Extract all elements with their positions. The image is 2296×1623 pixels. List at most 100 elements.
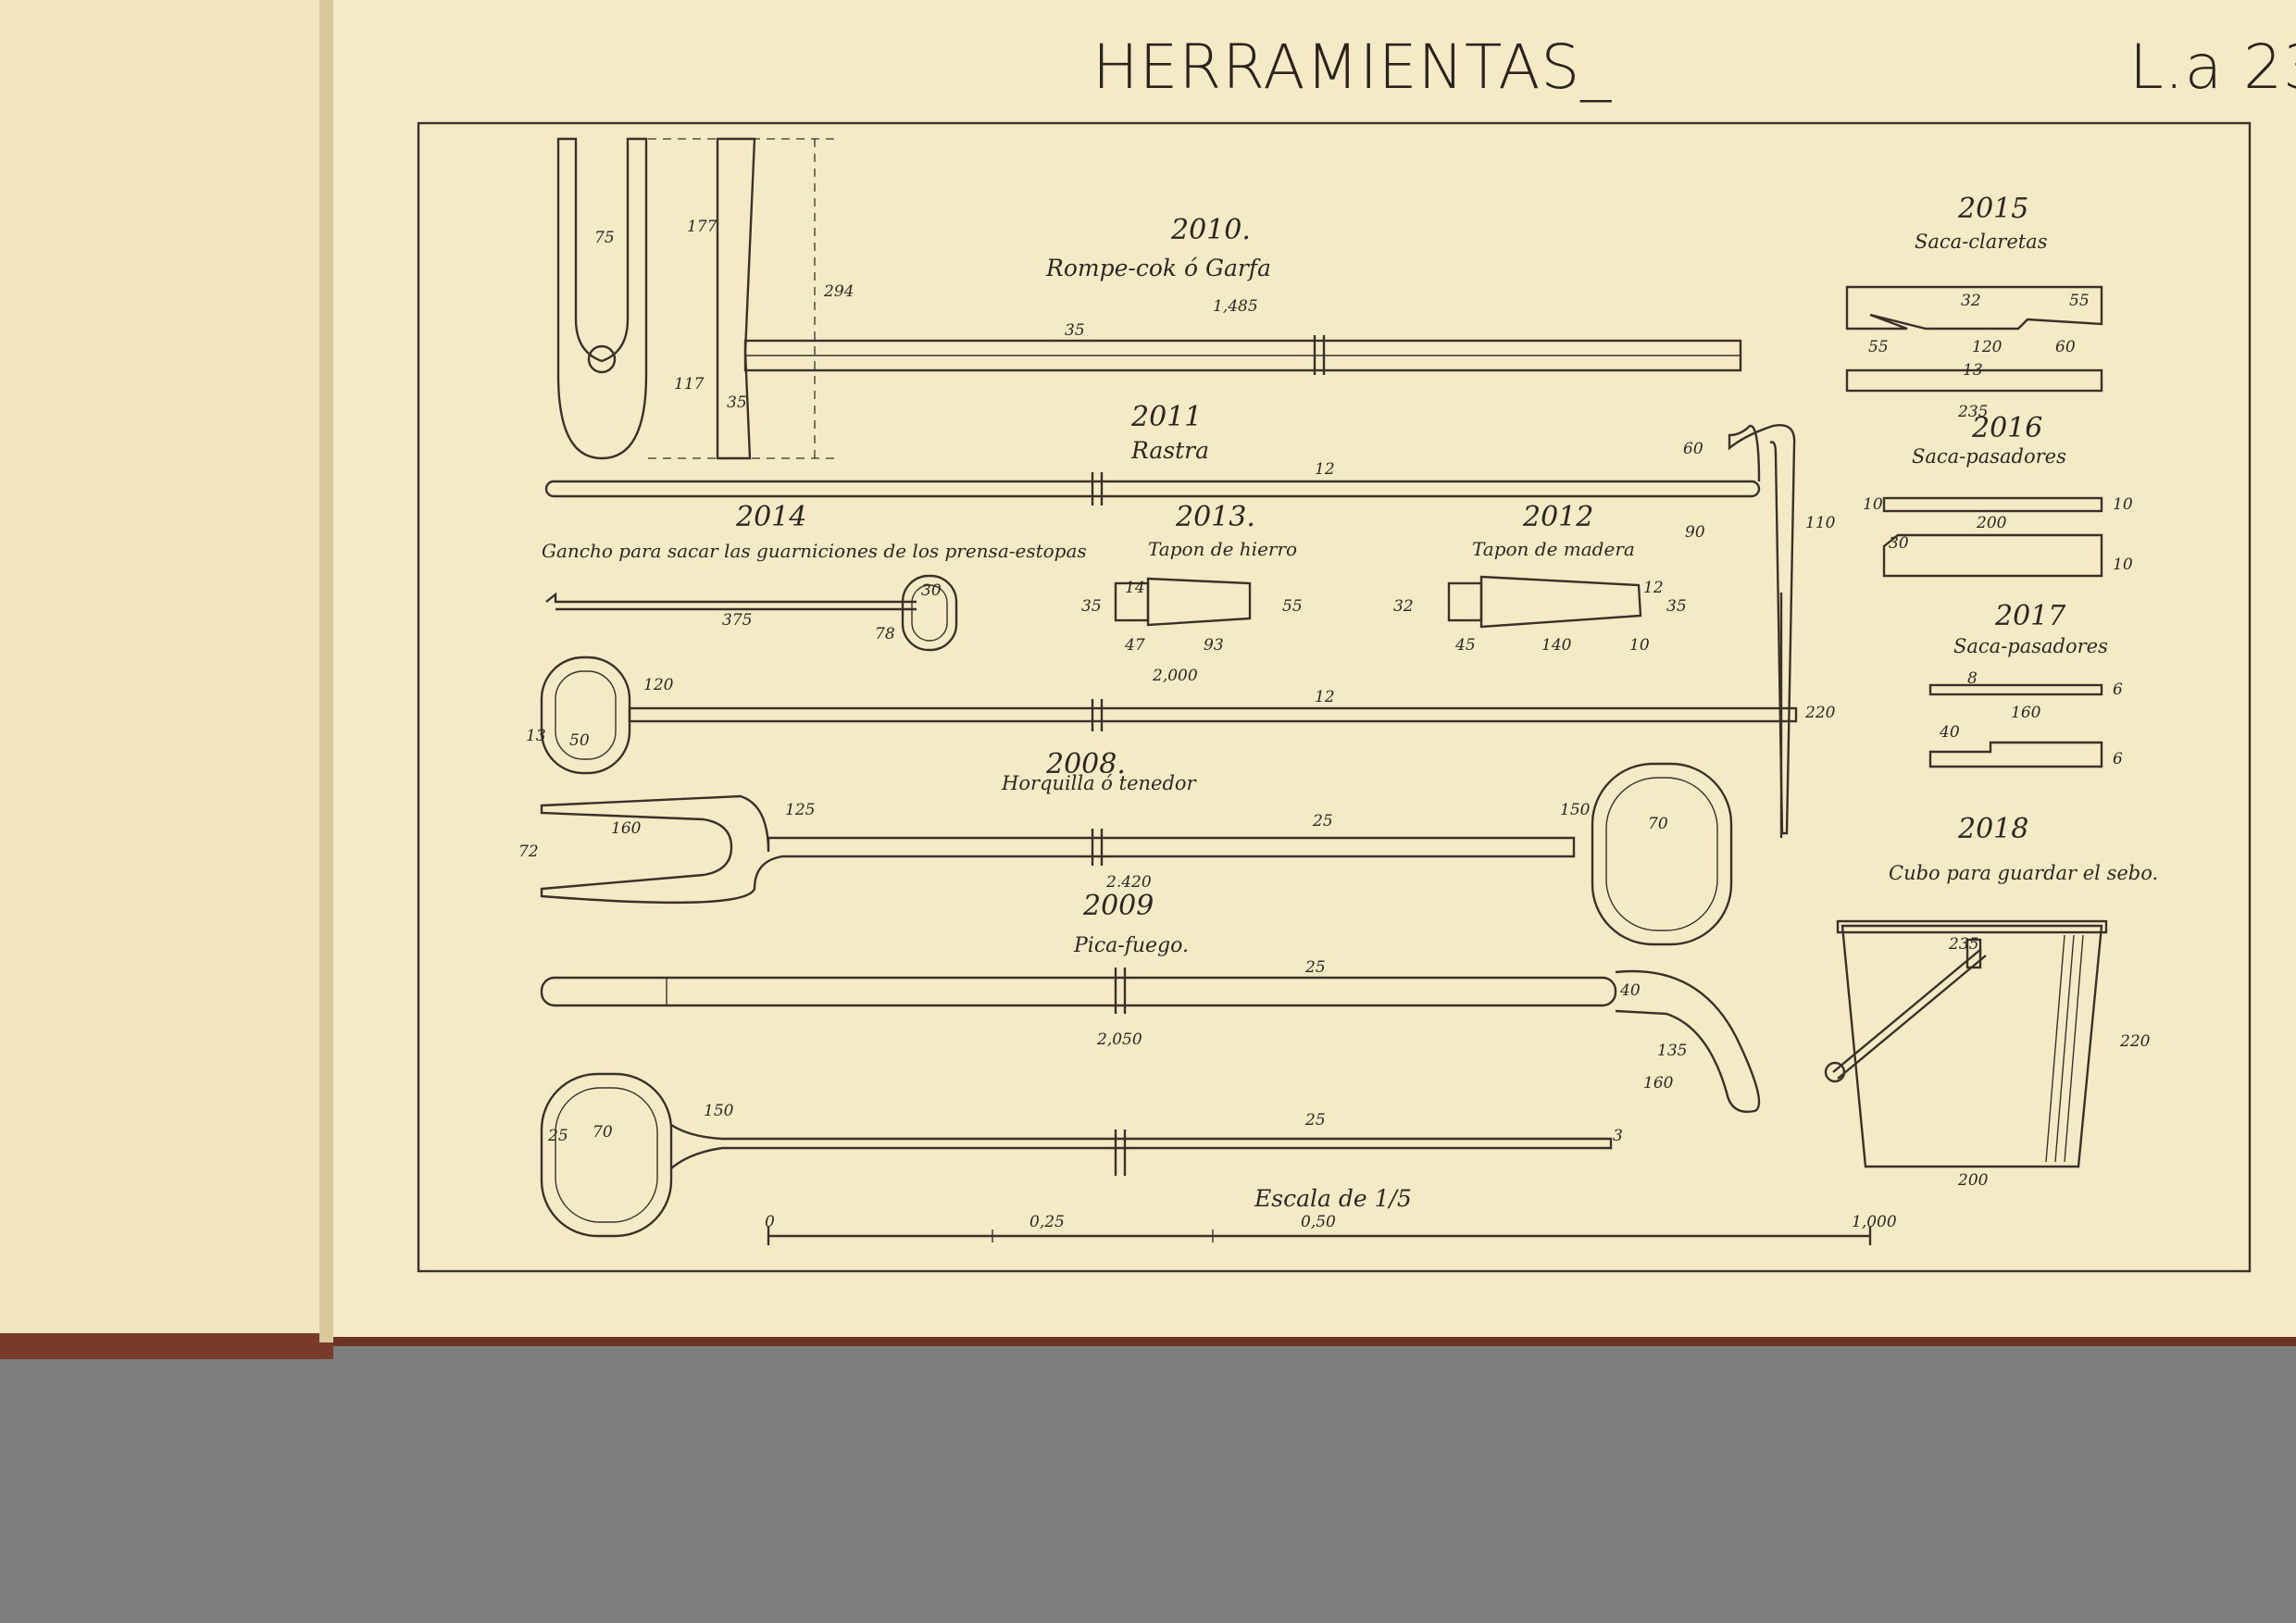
tool-2011-dim-5: 220	[1804, 704, 1836, 722]
tool-2010-dim-3: 117	[674, 375, 705, 393]
tool-2015-dim-1: 120	[1972, 338, 2003, 356]
tool-2016-dim-1: 30	[1889, 534, 1909, 553]
tool-2012-dim-0: 32	[1393, 597, 1414, 616]
tool-2010-dim-4: 35	[727, 393, 747, 412]
tool-2008-dim-6: 25	[1312, 812, 1333, 830]
tool-2010-number: 2010.	[1170, 214, 1251, 246]
tool-2014-gancho: 2014 Gancho para sacar las guarniciones …	[542, 501, 1087, 652]
tool-2016-dim-4: 10	[2113, 556, 2133, 574]
tool-2015-number: 2015	[1957, 193, 2028, 225]
tool-2018-dim-1: 220	[2119, 1032, 2151, 1051]
tool-2009-dim-1: 40	[1619, 981, 1641, 1000]
scale-tick-0: 0	[765, 1213, 775, 1231]
tool-2010-name: Rompe-cok ó Garfa	[1045, 255, 1271, 281]
tool-2016-dim-2: 10	[1863, 495, 1883, 514]
tool-2017-name: Saca-pasadores	[1953, 635, 2108, 657]
tool-2018-name: Cubo para guardar el sebo.	[1889, 862, 2158, 884]
tool-2012-dim-4: 35	[1666, 597, 1687, 616]
tool-2018-dim-0: 235	[1948, 935, 1978, 954]
tool-2017-saca-pasadores: 2017 Saca-pasadores 160 40 6 6 8	[1928, 600, 2123, 768]
sheet-title: HERRAMIENTAS_	[1092, 31, 1612, 103]
tool-2008-dim-4: 72	[518, 843, 539, 861]
tool-2012-dim-5: 12	[1643, 579, 1664, 597]
tool-2009-dim-5: 150	[704, 1102, 734, 1120]
tool-2011-dim-4: 12	[1315, 688, 1335, 706]
tool-2012-number: 2012	[1522, 501, 1593, 533]
tool-2008-number: 2008.	[1045, 748, 1126, 780]
tool-2010-dim-5: 1,485	[1213, 297, 1258, 316]
binding-edge	[0, 1333, 333, 1359]
tool-2010-rompe-cok: 2010. Rompe-cok ó Garfa 75 177 294 117 3…	[556, 137, 1742, 460]
tool-2013-dim-5: 14	[1125, 579, 1145, 597]
tool-2018-cubo: 2018 Cubo para guardar el sebo. 235 220 …	[1824, 813, 2158, 1190]
tool-2009-dim-6: 70	[593, 1123, 613, 1142]
tool-2016-number: 2016	[1971, 412, 2042, 444]
tool-2010-dim-0: 75	[594, 229, 615, 247]
tool-2008-name: Horquilla ó tenedor	[1001, 772, 1198, 794]
tool-2016-saca-pasadores: 2016 Saca-pasadores 200 30 10 10 10	[1863, 412, 2133, 578]
tool-2016-name: Saca-pasadores	[1912, 445, 2066, 468]
tool-2015-dim-6: 13	[1963, 361, 1983, 380]
tool-2017-number: 2017	[1994, 600, 2066, 632]
tool-2012-dim-1: 45	[1454, 636, 1476, 655]
tool-2009-pica-fuego: 2009 Pica-fuego. 25 40 2,050 135 160 150…	[540, 890, 1761, 1238]
tool-2009-dim-9: 3	[1613, 1127, 1623, 1145]
tool-2008-dim-2: 13	[526, 727, 546, 745]
tool-2008-horquilla: 2008. Horquilla ó tenedor 120 50 13 160 …	[518, 676, 1733, 946]
tool-2012-dim-2: 140	[1541, 636, 1572, 655]
tool-2011-dim-1: 60	[1683, 440, 1703, 458]
tool-2011-number: 2011	[1130, 401, 1202, 433]
right-page	[333, 0, 2296, 1342]
tool-2009-dim-2: 2,050	[1096, 1030, 1142, 1049]
tool-2008-dim-8: 70	[1648, 815, 1668, 833]
tool-2014-name: Gancho para sacar las guarniciones de lo…	[542, 540, 1087, 562]
tool-2008-dim-7: 150	[1560, 801, 1591, 819]
tool-2017-dim-1: 40	[1939, 723, 1960, 742]
tool-2017-dim-3: 6	[2113, 750, 2123, 768]
tool-2008-dim-9: 2.420	[1105, 873, 1152, 892]
tool-2013-tapon-hierro: 2013. Tapon de hierro 35 47 93 55 2,000 …	[1081, 501, 1303, 685]
tool-2013-dim-2: 93	[1204, 636, 1224, 655]
tool-2011-dim-2: 90	[1685, 523, 1705, 542]
tool-2013-dim-0: 35	[1081, 597, 1102, 616]
tool-2012-tapon-madera: 2012 Tapon de madera 32 45 140 10 35 12	[1393, 501, 1687, 655]
tool-2009-dim-8: 25	[1304, 1111, 1326, 1130]
tool-2010-dim-2: 294	[823, 282, 854, 301]
tool-2009-dim-3: 135	[1657, 1042, 1687, 1060]
tool-2015-dim-0: 55	[1868, 338, 1889, 356]
scale-label: Escala de 1/5	[1254, 1185, 1412, 1212]
drawing-frame	[417, 121, 2252, 1273]
tool-ring-rod	[540, 655, 1798, 775]
tool-2014-number: 2014	[735, 501, 806, 533]
tool-2015-dim-3: 32	[1961, 292, 1981, 310]
tool-2013-dim-3: 55	[1282, 597, 1303, 616]
tool-2011-rastra: 2011 Rastra 12 60 90 110 12 220	[544, 401, 1836, 838]
scale-tick-1: 0,25	[1029, 1213, 1065, 1231]
scale-tick-3: 1,000	[1852, 1213, 1897, 1231]
tool-2017-dim-0: 160	[2011, 704, 2041, 722]
tool-2010-dim-1: 177	[687, 218, 718, 236]
sheet-number: L.a 23.a	[2129, 31, 2296, 103]
tool-2017-dim-2: 6	[2113, 680, 2123, 699]
tool-2013-dim-1: 47	[1124, 636, 1145, 655]
tool-2018-number: 2018	[1957, 813, 2028, 845]
tool-2014-dim-0: 375	[722, 611, 752, 630]
tool-2015-dim-2: 60	[2055, 338, 2076, 356]
tool-2014-dim-2: 78	[875, 625, 895, 643]
tool-2017-dim-4: 8	[1967, 669, 1978, 688]
scale-bar: Escala de 1/5 0 0,25 0,50 1,000	[765, 1185, 1897, 1245]
tool-2016-dim-0: 200	[1976, 514, 2007, 532]
tool-2013-dim-4: 2,000	[1152, 667, 1198, 685]
tool-2015-saca-claretas: 2015 Saca-claretas 55 120 60 32 55 235 1…	[1845, 193, 2103, 421]
tool-2008-dim-5: 125	[785, 801, 815, 819]
tool-2009-dim-4: 160	[1643, 1074, 1674, 1092]
tool-2009-name: Pica-fuego.	[1073, 934, 1189, 957]
left-page	[0, 0, 333, 1342]
tool-2018-dim-2: 200	[1957, 1171, 1989, 1190]
tool-2015-dim-5: 235	[1957, 403, 1988, 421]
tool-2009-number: 2009	[1082, 890, 1154, 922]
tool-2016-dim-3: 10	[2113, 495, 2133, 514]
tool-2012-name: Tapon de madera	[1472, 538, 1635, 560]
